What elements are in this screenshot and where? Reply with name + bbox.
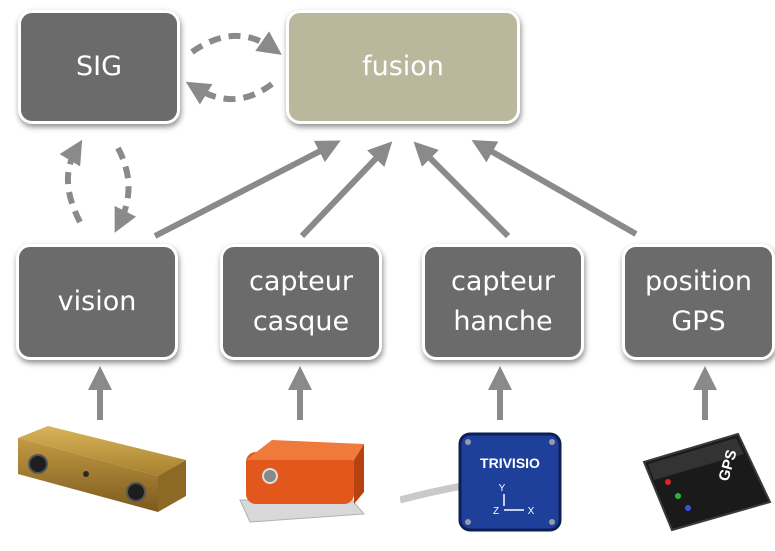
vision-to-fusion-arrow xyxy=(153,140,341,239)
gps-to-fusion-arrow xyxy=(471,140,638,237)
fusion-label: fusion xyxy=(362,51,444,82)
gps-device-image: GPS xyxy=(642,432,772,532)
position-gps-label: position GPS xyxy=(645,266,752,337)
casque-to-fusion-arrow xyxy=(299,141,393,239)
imu-brand-text: TRIVISIO xyxy=(480,455,540,471)
vision-to-sig-arrow xyxy=(59,139,83,224)
fusion-node: fusion xyxy=(286,10,520,124)
vision-label: vision xyxy=(57,286,137,317)
sig-label: SIG xyxy=(75,51,123,82)
capteur-hanche-label: capteur hanche xyxy=(451,266,555,337)
hanche-to-fusion-arrow xyxy=(413,141,511,239)
sig-node: SIG xyxy=(18,10,180,124)
imu-axis-x: X xyxy=(528,506,535,517)
capteur-hanche-node: capteur hanche xyxy=(422,244,584,360)
imu-axis-y: Y xyxy=(499,483,506,494)
headset-sensor-image xyxy=(239,440,366,523)
imu-axis-z: Z xyxy=(493,506,499,517)
sig-to-fusion-arrow xyxy=(190,31,282,55)
stereo-camera-image xyxy=(18,426,186,512)
fusion-to-sig-arrow xyxy=(185,81,274,105)
sig-to-vision-arrow xyxy=(114,146,137,233)
position-gps-node: position GPS xyxy=(622,244,775,360)
trivisio-imu-image: TRIVISIO Y Z X xyxy=(400,432,562,532)
capteur-casque-label: capteur casque xyxy=(249,266,353,337)
vision-node: vision xyxy=(16,244,178,360)
capteur-casque-node: capteur casque xyxy=(220,244,382,360)
